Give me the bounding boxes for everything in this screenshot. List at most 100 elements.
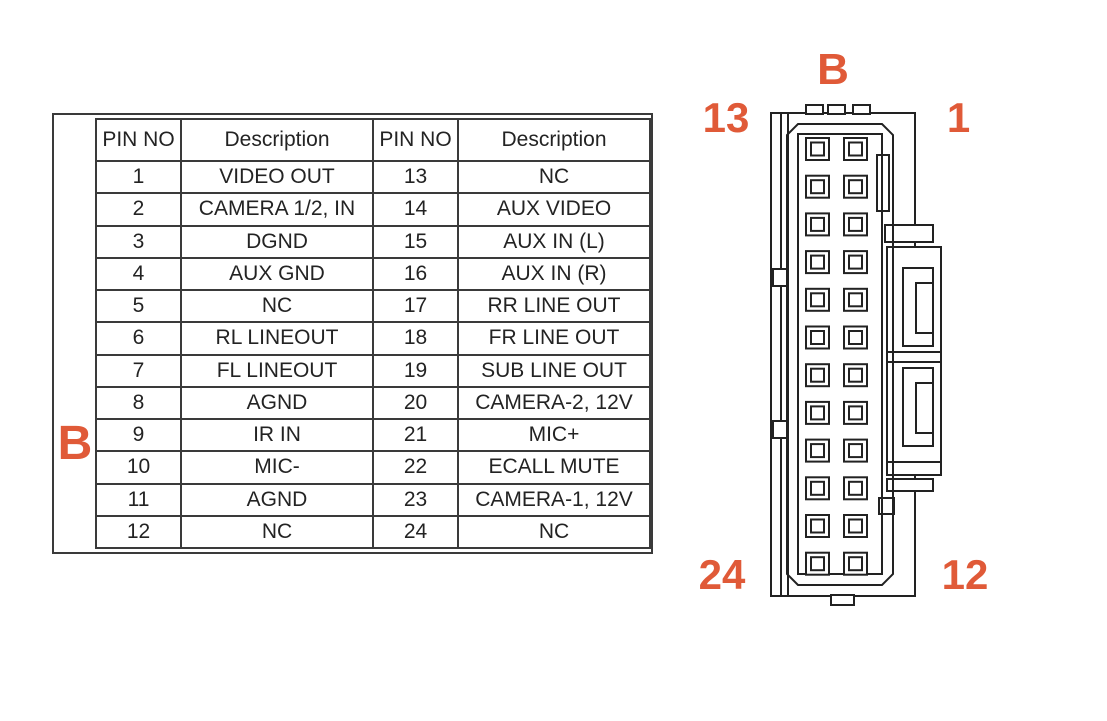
pin-cavity (805, 174, 830, 199)
connector-title-label: B (817, 45, 849, 94)
pin-cavity (805, 287, 830, 312)
pin-description-cell: CAMERA 1/2, IN (180, 192, 374, 227)
pin-number-cell: 1 (95, 159, 182, 195)
column-header-pin-no-2: PIN NO (372, 118, 459, 162)
pin-contact (848, 216, 863, 232)
pin-contact (848, 254, 863, 270)
pin13-corner-label: 13 (702, 94, 750, 141)
pin-cavity (843, 174, 868, 199)
pin24-corner-label: 24 (698, 551, 746, 598)
pin-number-cell: 22 (372, 450, 459, 485)
connector-latch (876, 154, 942, 515)
pin-contact (848, 556, 863, 572)
pin-contact (848, 330, 863, 345)
keying-tabs (805, 104, 871, 606)
pin-number-cell: 19 (372, 353, 459, 388)
pin-description-cell: NC (180, 514, 374, 550)
pin-number-cell: 4 (95, 256, 182, 292)
pin-cavity (805, 514, 830, 538)
pin-grid (805, 137, 868, 576)
pin-cavity (843, 476, 868, 501)
pin-contact (810, 518, 825, 534)
pin-cavity (805, 137, 830, 161)
pin-number-cell: 16 (372, 256, 459, 292)
pin-number-cell: 3 (95, 224, 182, 259)
left-strip-lug-bottom (772, 420, 789, 439)
pin-description-cell: ECALL MUTE (457, 450, 651, 485)
pin-description-cell: CAMERA-2, 12V (457, 385, 651, 421)
pin-table-frame: B PIN NO Description PIN NO Description … (52, 113, 653, 554)
pin-number-cell: 15 (372, 224, 459, 259)
pin-description-cell: RR LINE OUT (457, 288, 651, 324)
pin-contact (848, 405, 863, 421)
pin-number-cell: 20 (372, 385, 459, 421)
pin-contact (848, 367, 863, 383)
pin-contact (810, 292, 825, 308)
pin-number-cell: 14 (372, 192, 459, 227)
pin12-corner-label: 12 (941, 551, 989, 598)
pin-number-cell: 11 (95, 482, 182, 517)
pin-number-cell: 18 (372, 321, 459, 356)
pin-description-cell: IR IN (180, 417, 374, 453)
pin-contact (810, 216, 825, 232)
pin-cavity (843, 400, 868, 425)
pin-cavity (843, 250, 868, 275)
pin-contact (810, 330, 825, 345)
pin-description-cell: NC (180, 288, 374, 324)
pin-description-cell: FL LINEOUT (180, 353, 374, 388)
pin-contact (810, 443, 825, 459)
pin-number-cell: 6 (95, 321, 182, 356)
pin-description-cell: DGND (180, 224, 374, 259)
pin-description-cell: VIDEO OUT (180, 159, 374, 195)
pin-description-cell: CAMERA-1, 12V (457, 482, 651, 517)
pin-contact (810, 254, 825, 270)
pin-cavity (805, 438, 830, 463)
pin-description-cell: RL LINEOUT (180, 321, 374, 356)
pin-cavity (805, 476, 830, 501)
pin-number-cell: 10 (95, 450, 182, 485)
pin-number-cell: 24 (372, 514, 459, 550)
pin-cavity (805, 363, 830, 388)
pin-description-cell: AUX IN (R) (457, 256, 651, 292)
pin-contact (810, 480, 825, 496)
column-header-pin-no-1: PIN NO (95, 118, 182, 162)
pin-number-cell: 7 (95, 353, 182, 388)
pin-cavity (843, 438, 868, 463)
pin-contact (810, 367, 825, 383)
column-header-description-2: Description (457, 118, 651, 162)
pin-cavity (843, 137, 868, 161)
pin-housing (786, 123, 894, 586)
pin-description-cell: AUX GND (180, 256, 374, 292)
pin-description-cell: AUX IN (L) (457, 224, 651, 259)
pin-number-cell: 8 (95, 385, 182, 421)
pin-description-cell: MIC- (180, 450, 374, 485)
pin-table-header-row: PIN NO Description PIN NO Description (95, 118, 651, 162)
pin-number-cell: 5 (95, 288, 182, 324)
column-header-description-1: Description (180, 118, 374, 162)
pin-description-cell: FR LINE OUT (457, 321, 651, 356)
connector-group-cell: B (54, 115, 96, 552)
pin-contact (810, 405, 825, 421)
pin-cavity (805, 325, 830, 350)
pin-contact (848, 443, 863, 459)
pin-contact (848, 179, 863, 195)
pin-cavity (843, 212, 868, 237)
pin-description-cell: AGND (180, 385, 374, 421)
pin-contact (810, 141, 825, 157)
pin-cavity (843, 551, 868, 576)
pin-number-cell: 13 (372, 159, 459, 195)
pin-description-cell: AUX VIDEO (457, 192, 651, 227)
left-strip-lug-top (772, 268, 789, 287)
